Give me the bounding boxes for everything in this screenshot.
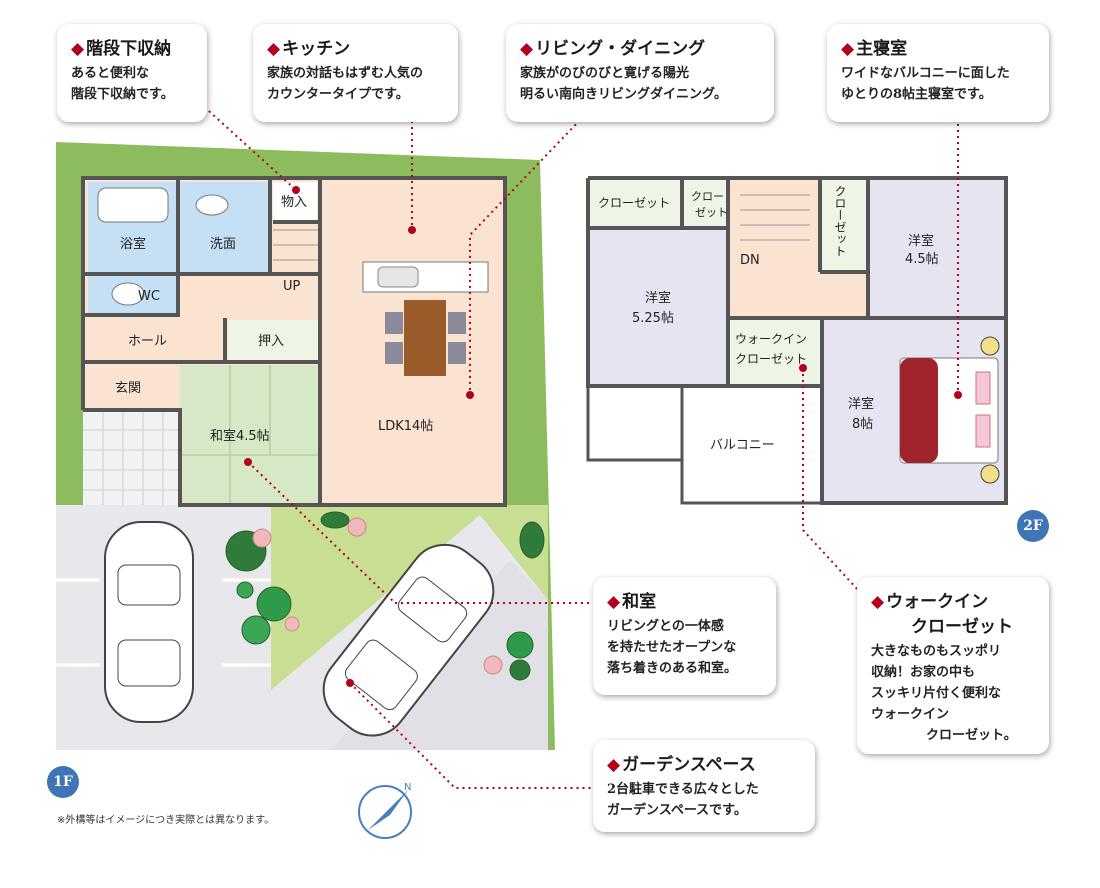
callout-text: ゆとりの8帖主寝室です。: [841, 87, 992, 102]
callout-text: 収納！お家の中も: [871, 665, 976, 680]
label-balcony: バルコニー: [710, 438, 775, 453]
callout-garden: ◆ガーデンスペース 2台駐車できる広々とした ガーデンスペースです。: [593, 740, 815, 832]
house-2f: [586, 176, 1008, 505]
callout-text: ワイドなバルコニーに面した: [841, 66, 1010, 81]
callout-text: 明るい南向きリビングダイニング。: [520, 87, 727, 102]
callout-master: ◆主寝室 ワイドなバルコニーに面した ゆとりの8帖主寝室です。: [827, 24, 1049, 122]
label-closet-c: クローゼット: [833, 185, 847, 257]
label-washitsu: 和室4.5帖: [210, 428, 270, 444]
label-bath: 浴室: [120, 236, 146, 252]
callout-text: を持たせたオープンな: [607, 640, 737, 655]
garden-shrubs: [225, 511, 545, 681]
callout-text: あると便利な: [71, 66, 150, 81]
callout-text: 大きなものもスッポリ: [871, 644, 1002, 659]
compass-icon: N: [358, 782, 412, 839]
callout-text: クローゼット。: [926, 728, 1017, 743]
label-master-size: 8帖: [852, 417, 873, 432]
callout-title: 階段下収納: [86, 39, 172, 59]
label-dn: DN: [740, 253, 760, 268]
callout-text: ウォークイン: [871, 707, 950, 722]
label-room-a: 洋室: [645, 290, 671, 306]
callout-text: スッキリ片付く便利な: [871, 686, 1002, 701]
leader-dots: [244, 186, 962, 687]
label-entrance: 玄関: [115, 381, 141, 396]
callout-text: ガーデンスペースです。: [607, 803, 747, 818]
callout-title: リビング・ダイニング: [535, 39, 706, 59]
label-washroom: 洗面: [210, 237, 236, 252]
label-master: 洋室: [848, 396, 874, 412]
label-closet-a: クローゼット: [598, 196, 670, 210]
callout-text: 落ち着きのある和室。: [607, 661, 738, 676]
callout-kitchen: ◆キッチン 家族の対話もはずむ人気の カウンタータイプです。: [253, 24, 458, 122]
car-left: [104, 521, 194, 723]
callout-text: 家族の対話もはずむ人気の: [267, 66, 424, 81]
disclaimer-note: ※外構等はイメージにつき実際とは異なります。: [57, 815, 275, 826]
label-closet-b: クロー: [691, 190, 724, 203]
floor-badge-2f: 2F: [1017, 510, 1049, 542]
callout-living: ◆リビング・ダイニング 家族がのびのびと寛げる陽光 明るい南向きリビングダイニン…: [506, 24, 774, 122]
label-up: UP: [283, 279, 301, 294]
label-room-b: 洋室: [908, 233, 934, 249]
callout-title: ガーデンスペース: [622, 755, 756, 775]
label-walkin2: クローゼット: [735, 352, 807, 366]
callout-stair-storage: ◆階段下収納 あると便利な 階段下収納です。: [57, 24, 207, 122]
leader-lines: [199, 102, 959, 789]
callout-text: 階段下収納です。: [71, 87, 174, 102]
callout-title-2: クローゼット: [911, 617, 1013, 637]
car-right: [322, 543, 495, 737]
callout-text: リビングとの一体感: [607, 619, 724, 634]
label-ldk: LDK14帖: [378, 419, 433, 434]
label-walkin: ウォークイン: [735, 332, 807, 346]
callout-title: キッチン: [282, 39, 351, 59]
label-wc: WC: [138, 289, 160, 304]
callout-walkin: ◆ウォークイン クローゼット 大きなものもスッポリ 収納！お家の中も スッキリ片…: [857, 577, 1049, 754]
callout-title: 和室: [622, 592, 657, 612]
compass-label: N: [404, 782, 411, 793]
callout-title: 主寝室: [856, 39, 908, 59]
callout-title: ウォークイン: [886, 592, 989, 612]
house-1f: [81, 176, 507, 507]
callout-text: 家族がのびのびと寛げる陽光: [520, 66, 690, 81]
callout-text: カウンタータイプです。: [267, 87, 409, 102]
label-room-a-size: 5.25帖: [632, 311, 674, 326]
label-room-b-size: 4.5帖: [905, 252, 939, 267]
label-hall: ホール: [128, 334, 167, 349]
floor-badge-1f: 1F: [47, 766, 79, 798]
callout-text: 2台駐車できる広々とした: [607, 782, 759, 797]
label-storage: 物入: [281, 195, 307, 210]
callout-washitsu: ◆和室 リビングとの一体感 を持たせたオープンな 落ち着きのある和室。: [593, 577, 776, 695]
label-closet-b2: ゼット: [695, 206, 728, 219]
label-closet: 押入: [258, 334, 284, 349]
